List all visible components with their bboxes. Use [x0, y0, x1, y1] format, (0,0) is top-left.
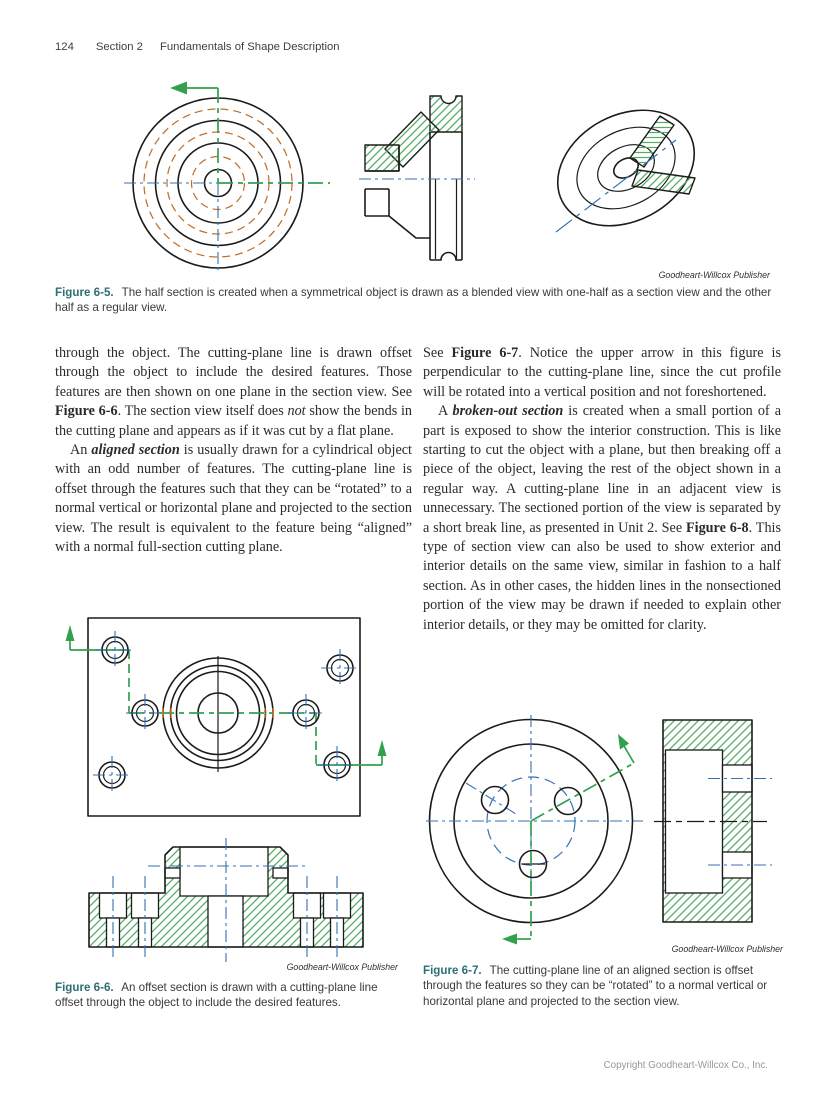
fig66-caption-label: Figure 6-6. [55, 981, 114, 994]
fig67-caption-label: Figure 6-7. [423, 964, 482, 977]
fig67-caption: Figure 6-7. The cutting-plane line of an… [423, 963, 785, 1009]
paragraph: See Figure 6-7. Notice the upper arrow i… [423, 345, 781, 400]
fig66-caption-text: An offset section is drawn with a cuttin… [55, 981, 378, 1010]
fig67-caption-text: The cutting-plane line of an aligned sec… [423, 964, 768, 1008]
fig66-caption: Figure 6-6. An offset section is drawn w… [55, 980, 405, 1011]
fig66-plate-top-view-drawing [65, 617, 387, 817]
section-title: Fundamentals of Shape Description [159, 41, 340, 53]
paragraph: through the object. The cutting-plane li… [55, 345, 412, 439]
fig65-front-view-drawing [124, 81, 330, 270]
body-left-column: through the object. The cutting-plane li… [55, 344, 412, 557]
page-number: 124 [55, 41, 74, 53]
section-number: Section 2 [95, 41, 143, 53]
fig65-caption-text: The half section is created when a symme… [55, 286, 772, 315]
fig65-half-section-drawing [359, 95, 475, 261]
paragraph: An aligned section is usually drawn for … [55, 442, 413, 556]
copyright-footer: Copyright Goodheart-Willcox Co., Inc. [603, 1060, 768, 1071]
fig67-section-view [654, 719, 772, 923]
fig65-pictorial-cutaway-drawing [555, 109, 696, 233]
fig66-credit: Goodheart-Willcox Publisher [286, 962, 398, 972]
fig65-caption: Figure 6-5. The half section is created … [55, 285, 783, 316]
running-head: 124 Section 2 Fundamentals of Shape Desc… [55, 41, 340, 53]
fig67-credit: Goodheart-Willcox Publisher [671, 944, 783, 954]
body-right-column: See Figure 6-7. Notice the upper arrow i… [423, 344, 781, 635]
fig65-caption-label: Figure 6-5. [55, 286, 114, 299]
paragraph: A broken-out section is created when a s… [423, 403, 782, 633]
fig66-offset-section-drawing [88, 838, 364, 962]
fig67-aligned-section-drawing [426, 715, 772, 945]
bolt-holes [93, 631, 359, 794]
fig65-credit: Goodheart-Willcox Publisher [658, 270, 770, 280]
